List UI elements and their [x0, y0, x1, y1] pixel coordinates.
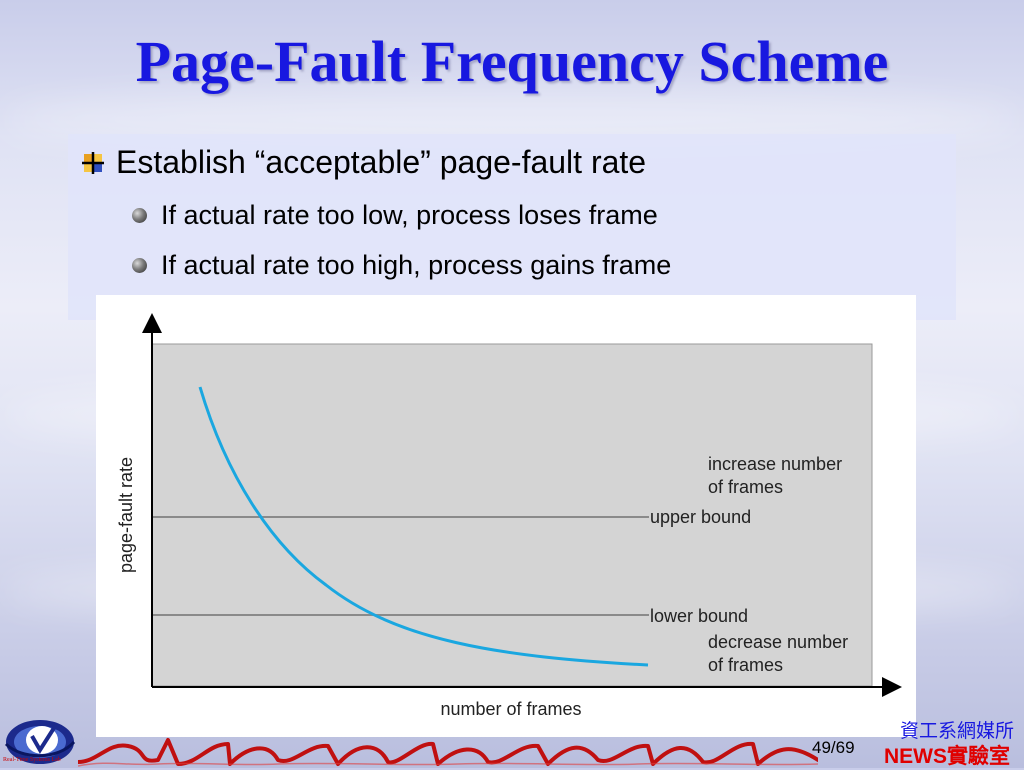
page-fault-diagram: increase number of frames upper bound lo… [96, 295, 916, 737]
lab-label: NEWS實驗室 [884, 740, 1010, 770]
bullet-panel [68, 134, 956, 320]
decrease-label-line1: decrease number [708, 632, 848, 652]
slide-title: Page-Fault Frequency Scheme [135, 29, 889, 94]
diagram-svg: increase number of frames upper bound lo… [116, 313, 902, 719]
bullet-text: Establish “acceptable” page-fault rate [116, 144, 647, 180]
decrease-label-line2: of frames [708, 655, 783, 675]
department-label: 資工系網媒所 [900, 721, 1015, 742]
lab-rest: 實驗室 [947, 745, 1010, 768]
bullet-text: If actual rate too low, process loses fr… [161, 200, 658, 230]
y-axis-label: page-fault rate [116, 457, 136, 573]
lower-bound-label: lower bound [650, 606, 748, 626]
bullet-level2: If actual rate too low, process loses fr… [132, 200, 658, 231]
bullet-level1: Establish “acceptable” page-fault rate [82, 144, 646, 181]
page-total: /69 [830, 738, 855, 757]
round-bullet-icon [132, 258, 147, 273]
lab-logo-icon [4, 720, 76, 764]
page-current: 49 [812, 738, 831, 757]
page-number: 49/69 [812, 738, 855, 758]
logo-caption: Real-Time Systems Lab [3, 757, 61, 763]
increase-label-line2: of frames [708, 477, 783, 497]
increase-label-line1: increase number [708, 454, 842, 474]
bullet-level2: If actual rate too high, process gains f… [132, 250, 671, 281]
round-bullet-icon [132, 208, 147, 223]
footer-squiggle-decoration [78, 738, 818, 767]
square-bullet-icon [82, 151, 104, 174]
bullet-text: If actual rate too high, process gains f… [161, 250, 672, 280]
page-fault-curve [198, 386, 649, 667]
plot-area [151, 343, 873, 687]
upper-bound-label: upper bound [650, 507, 751, 527]
lab-news: NEWS [884, 745, 947, 768]
x-axis-label: number of frames [440, 699, 581, 719]
